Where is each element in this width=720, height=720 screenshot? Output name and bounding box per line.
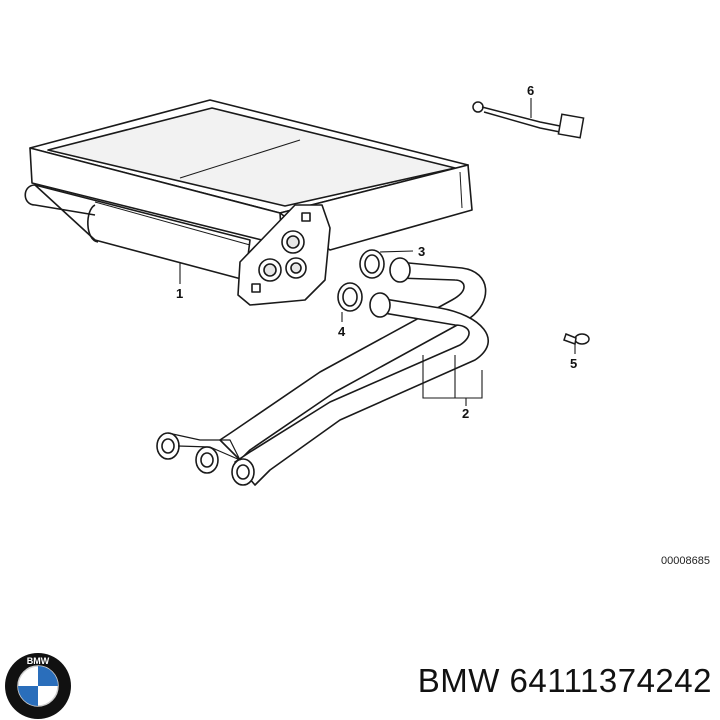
- leader-lines: [179, 98, 576, 406]
- o-rings: [337, 249, 385, 312]
- callout-5: 5: [570, 356, 577, 371]
- callout-4: 4: [338, 324, 346, 339]
- bmw-logo: BMW: [5, 653, 71, 719]
- logo-lettering: BMW: [27, 656, 50, 666]
- callout-2: 2: [462, 406, 469, 421]
- pipe-assembly: [156, 257, 489, 486]
- callout-6: 6: [527, 83, 534, 98]
- temperature-sensor: [472, 101, 585, 139]
- screw: [563, 333, 590, 346]
- heater-core: [24, 99, 473, 306]
- diagram-reference-code: 00008685: [661, 555, 710, 567]
- callout-3: 3: [418, 244, 425, 259]
- callout-1: 1: [176, 286, 183, 301]
- part-number-caption: BMW 64111374242: [417, 662, 712, 699]
